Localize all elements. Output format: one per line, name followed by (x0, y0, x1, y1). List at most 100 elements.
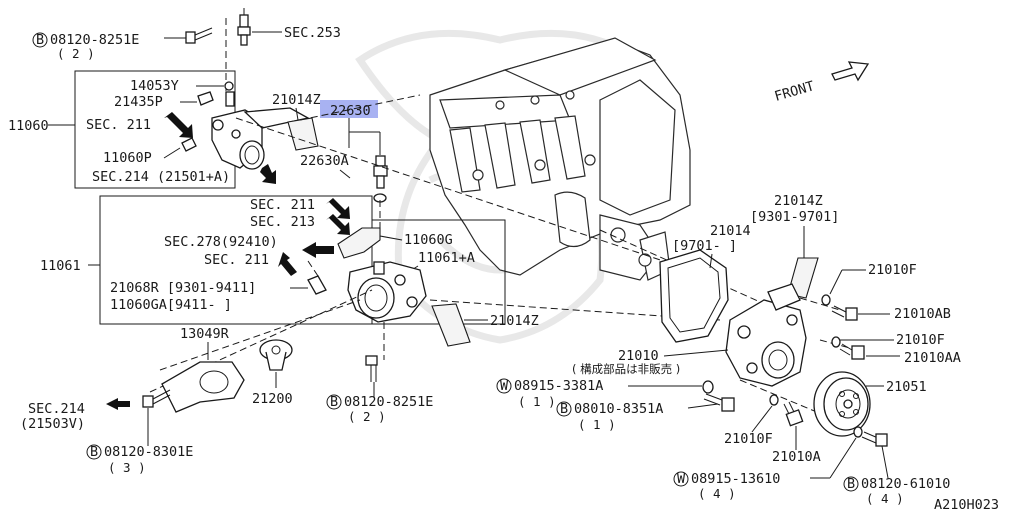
part-21010A: 21010A (772, 449, 821, 465)
part-21010F-b: 21010F (896, 332, 945, 348)
svg-text:B: B (560, 401, 568, 417)
bolt-b-icon (86, 444, 102, 460)
water-outlet-pipe-icon (337, 227, 381, 259)
washer-icon (821, 294, 831, 306)
thermostat-housing-icon (211, 107, 310, 170)
arrow-icon (326, 198, 350, 219)
group-label-11061: 11061 (40, 258, 81, 274)
hose-icon (431, 303, 471, 347)
part-21010: 21010 (618, 348, 659, 364)
arrow-icon (326, 214, 350, 235)
figure-id: A210H023 (934, 497, 999, 511)
sec-214-21503-ref: SEC.214 (28, 401, 85, 417)
thermostat-icon (259, 339, 293, 371)
qty-1-a: ( 1 ) (518, 394, 556, 409)
part-14053Y: 14053Y (130, 78, 179, 94)
front-label: FRONT (773, 78, 816, 105)
arrow-icon (164, 112, 193, 138)
svg-text:B: B (36, 32, 44, 48)
hose-icon (787, 257, 819, 299)
svg-text:W: W (500, 378, 509, 394)
front-direction-indicator: FRONT (773, 61, 870, 105)
sec-211-ref-b: SEC. 211 (250, 197, 315, 213)
washer-icon (831, 336, 841, 348)
part-21200: 21200 (252, 391, 293, 407)
washer-w-icon (673, 471, 689, 487)
svg-text:B: B (330, 394, 338, 410)
part-21014: 21014 (710, 223, 751, 239)
part-21068R: 21068R [9301-9411] (110, 280, 256, 296)
group-11060: 11060 B 08120-8251E ( 2 ) SEC.253 14053Y… (8, 5, 341, 189)
washer-icon (853, 426, 863, 438)
qty-4-b: ( 4 ) (866, 491, 904, 506)
bolt-icon (783, 401, 804, 427)
bolt-icon (831, 305, 858, 321)
part-08010-8351A: 08010-8351A (574, 401, 663, 417)
range-9301-9701: [9301-9701] (750, 209, 839, 225)
bolt-icon (142, 389, 171, 408)
part-11060G: 11060G (404, 232, 453, 248)
part-21010F-c: 21010F (724, 431, 773, 447)
part-11061A: 11061+A (418, 250, 475, 266)
temperature-sender-icon (237, 14, 251, 46)
water-pump-icon (725, 283, 807, 387)
part-08915-3381A: 08915-3381A (514, 378, 603, 394)
sec-278-ref: SEC.278(92410) (164, 234, 278, 250)
part-08120-8301E: 08120-8301E (104, 444, 193, 460)
water-pump-pulley-icon (813, 371, 871, 437)
range-9701: [9701- ] (672, 238, 737, 254)
bolt-icon (365, 355, 378, 382)
washer-w-icon (496, 378, 512, 394)
engine-block-illustration (429, 37, 691, 281)
part-13049R: 13049R (180, 326, 230, 342)
part-21014Z-right: 21014Z (774, 193, 823, 209)
arrow-icon (302, 242, 334, 258)
qty-2-top: ( 2 ) (57, 46, 95, 61)
part-21435P: 21435P (114, 94, 163, 110)
bolt-b-icon (32, 32, 48, 48)
sec-214-21501-ref: SEC.214 (21501+A) (92, 169, 230, 185)
part-08120-8251E-top: 08120-8251E (50, 32, 139, 48)
bolt-b-icon (843, 476, 859, 492)
hose-icon (287, 117, 319, 151)
part-21051: 21051 (886, 379, 927, 395)
bolt-icon (861, 431, 888, 447)
arrow-icon (278, 252, 297, 276)
svg-text:B: B (90, 444, 98, 460)
water-temp-sensor-icon (373, 155, 388, 203)
part-21014Z-top: 21014Z (272, 92, 321, 108)
bolt-icon (703, 393, 735, 412)
bleeder-icon (307, 275, 327, 295)
part-08120-61010: 08120-61010 (861, 476, 950, 492)
part-21014Z-mid: 21014Z (490, 313, 539, 329)
sensor-22630-callout: 22630 22630A (300, 100, 388, 203)
qty-1-b: ( 1 ) (578, 417, 616, 432)
washer-icon (769, 394, 779, 406)
bolt-icon (185, 27, 213, 44)
part-22630: 22630 (330, 103, 371, 119)
sec-253-ref: SEC.253 (284, 25, 341, 41)
arrow-icon (106, 398, 130, 410)
qty-3: ( 3 ) (108, 460, 146, 475)
bolt-b-icon (326, 394, 342, 410)
thermostat-housing-icon (347, 261, 427, 323)
qty-2-bottom: ( 2 ) (348, 409, 386, 424)
front-arrow-icon (831, 61, 870, 82)
part-08120-8251E-bottom: 08120-8251E (344, 394, 433, 410)
highlight-22630 (320, 100, 378, 118)
svg-text:B: B (847, 476, 855, 492)
part-22630A: 22630A (300, 153, 349, 169)
part-08915-13610: 08915-13610 (691, 471, 780, 487)
bolt-icon (839, 343, 865, 360)
bolt-b-icon (556, 401, 572, 417)
qty-4-a: ( 4 ) (698, 486, 736, 501)
arrow-icon (260, 164, 276, 184)
assembly-guide-lines (149, 94, 861, 431)
part-11060GA: 11060GA[9411- ] (110, 297, 232, 313)
sec-213-ref: SEC. 213 (250, 214, 315, 230)
washer-icon (702, 380, 714, 394)
part-21010AA: 21010AA (904, 350, 961, 366)
part-21010-note: ( 構成部品は非販売 ) (572, 362, 680, 376)
